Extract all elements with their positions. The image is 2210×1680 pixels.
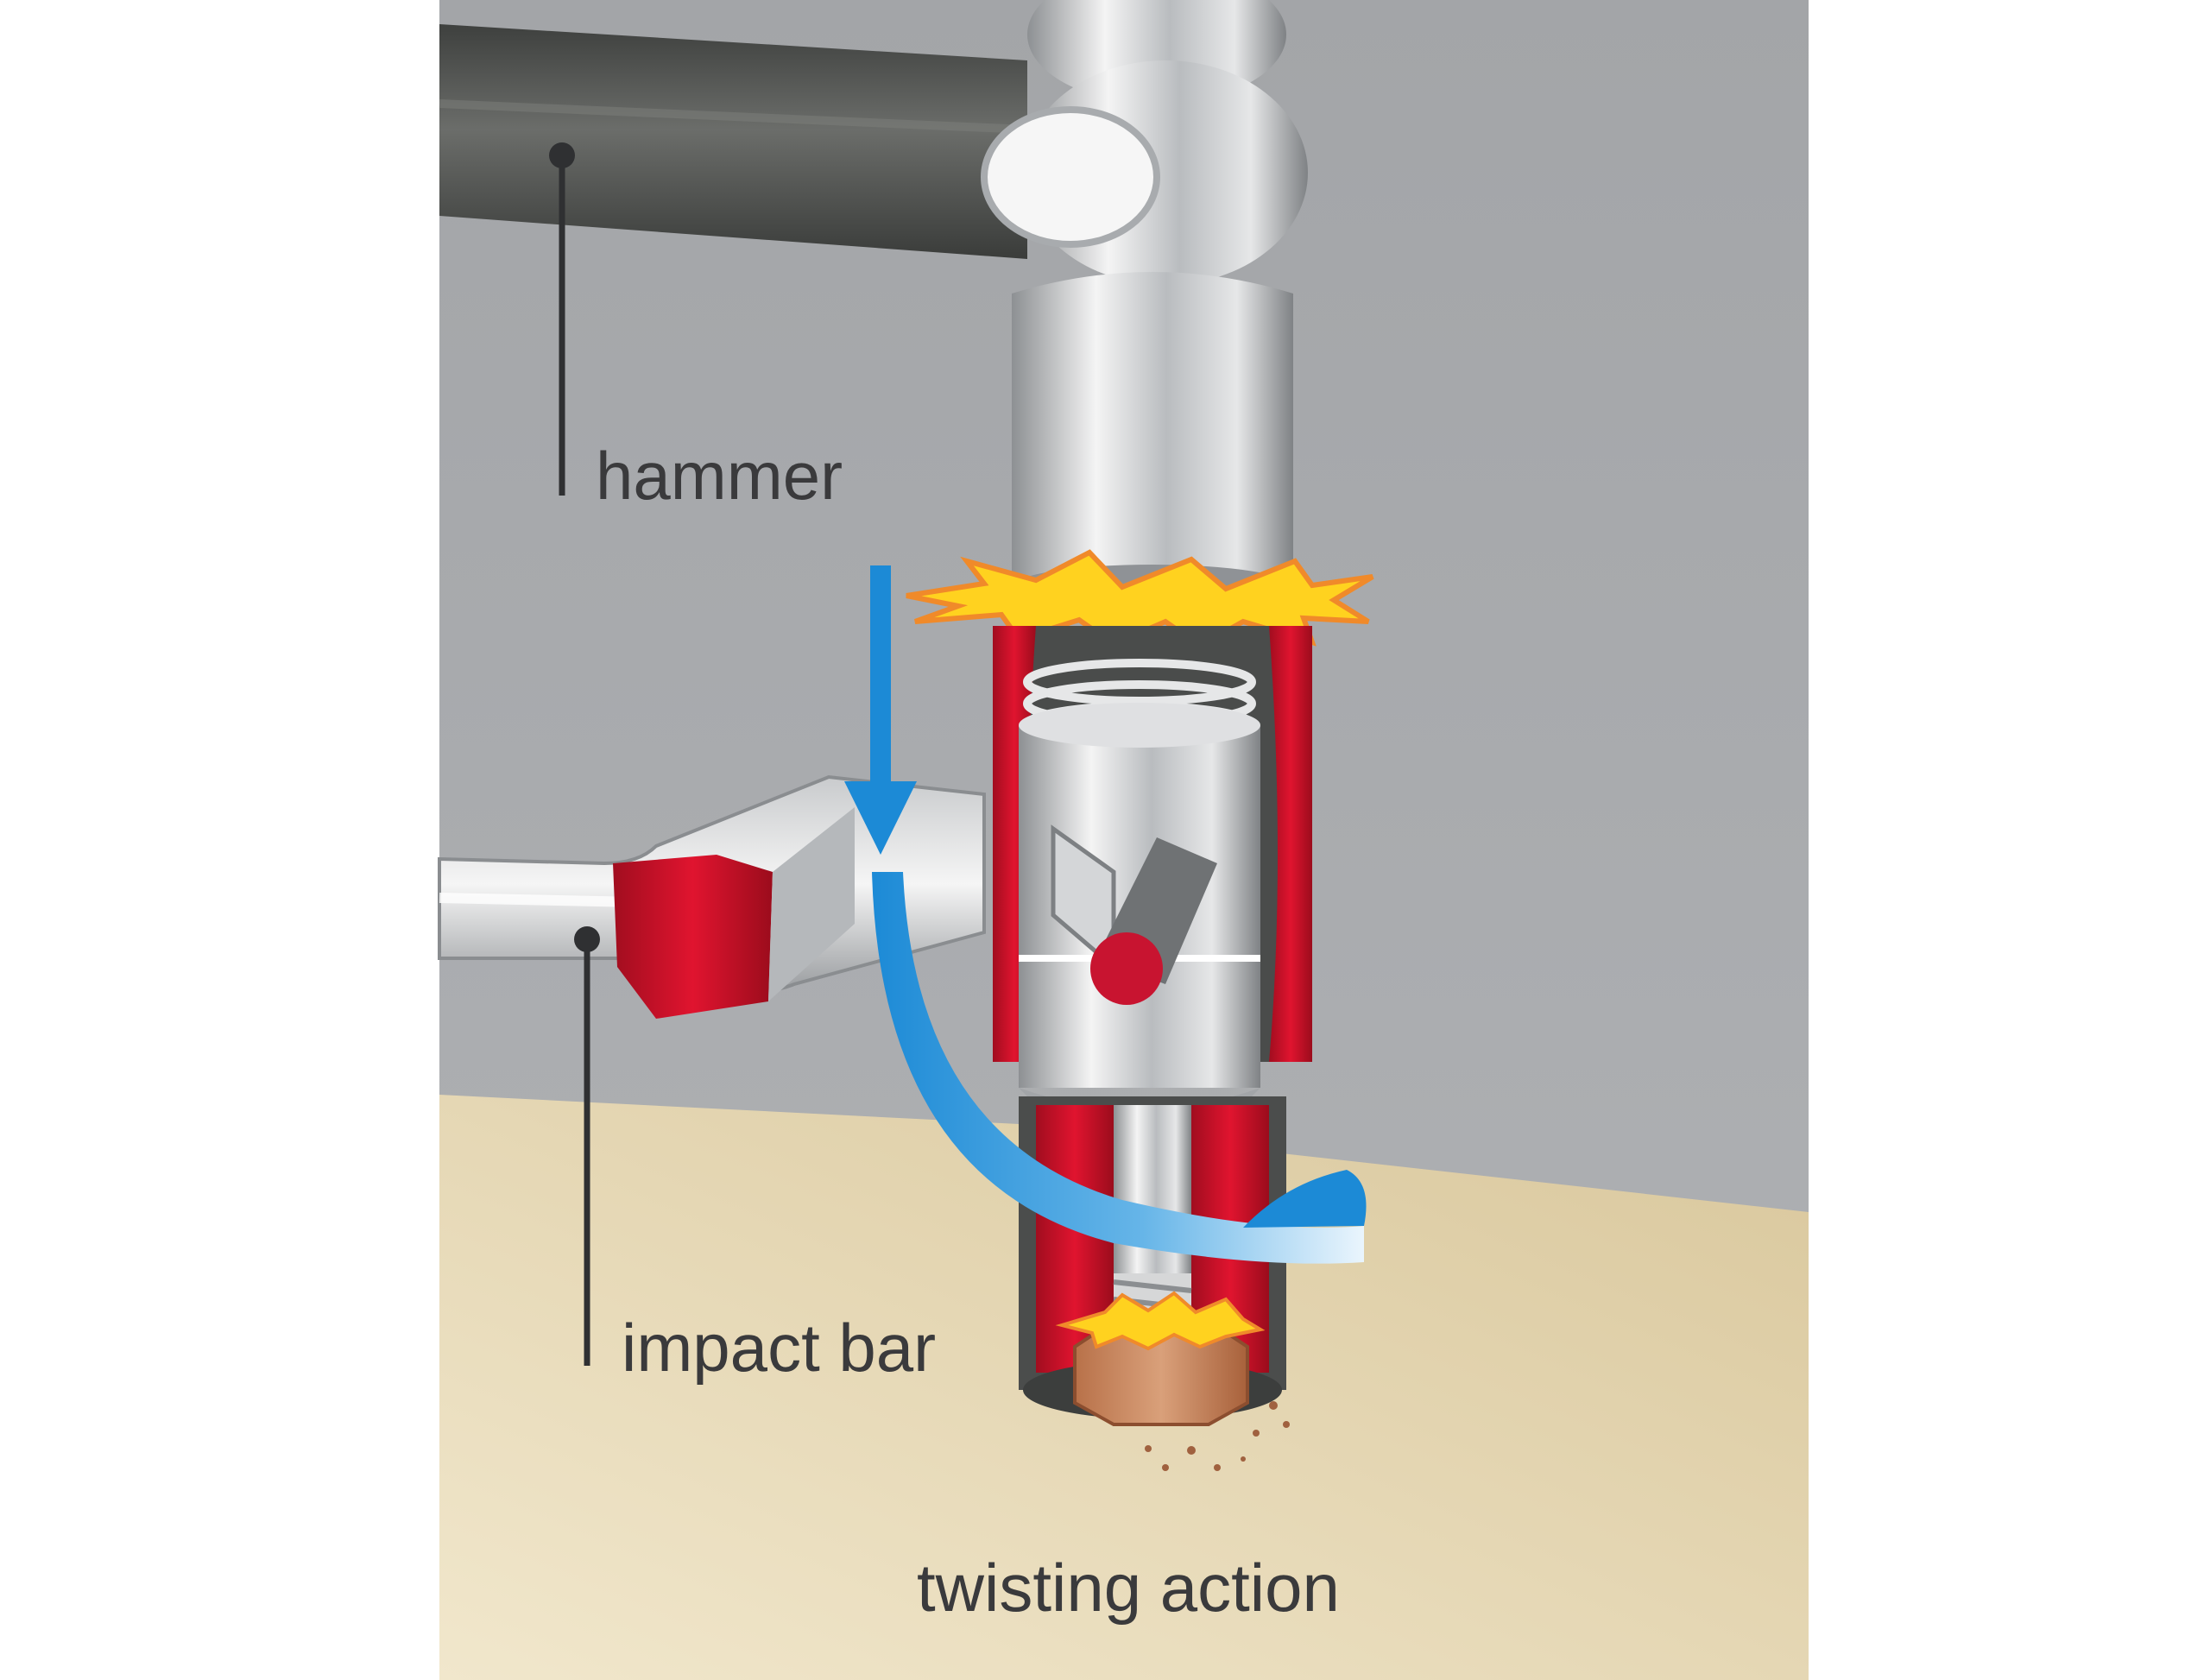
bolt-and-nut [1055,1273,1290,1471]
hammer-illustration [981,0,1308,609]
nut-spark-icon [1055,1291,1266,1351]
impact-bar-callout [574,926,600,1366]
impact-bar-grip [613,855,773,1019]
twisting-action-label: twisting action [917,1550,1340,1626]
hammer-label: hammer [596,438,843,514]
impact-bar-label: impact bar [622,1310,937,1386]
hammer-handle [439,24,1028,259]
hammer-callout [549,142,575,496]
driver-housing [993,626,1312,1131]
down-arrow-icon [844,565,917,855]
twist-arrow-icon [872,872,1367,1264]
